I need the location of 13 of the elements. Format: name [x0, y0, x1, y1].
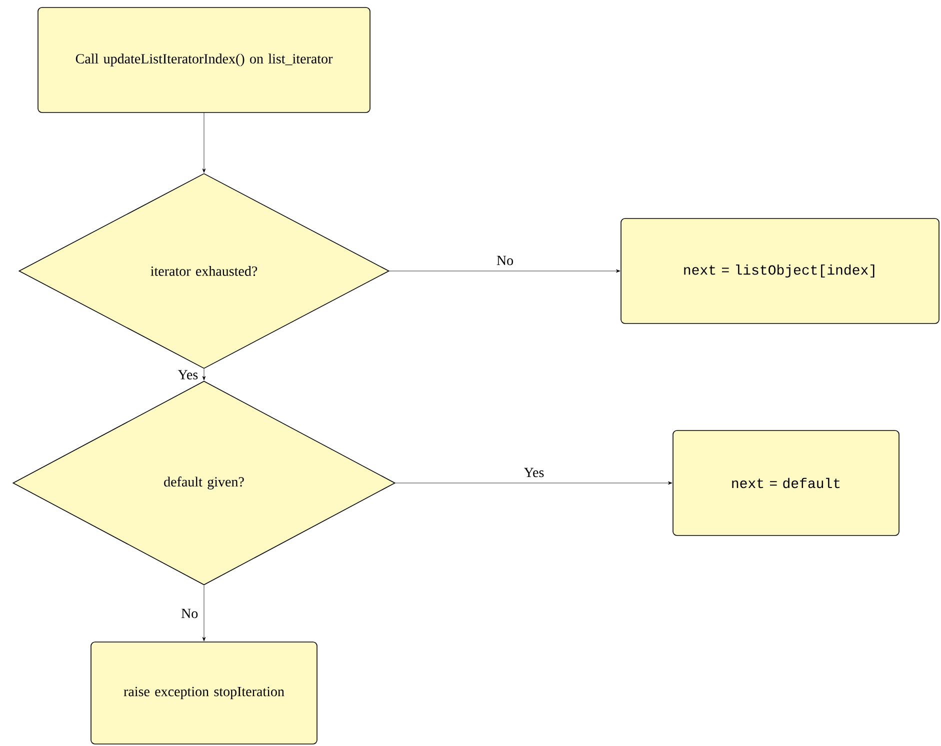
process-box: raise exception stopIteration [90, 642, 318, 744]
process-box: next = default [672, 430, 900, 536]
arrow [202, 585, 206, 642]
edge-label: No [496, 256, 514, 266]
arrow [202, 368, 206, 380]
arrow [389, 269, 620, 273]
arrow [395, 481, 672, 485]
process-box: next = listObject[index] [620, 218, 940, 324]
edge-label: Yes [178, 370, 198, 380]
arrow [202, 112, 206, 173]
process-box: Call updateListIteratorIndex() on list_iterator [38, 7, 370, 113]
edge-label: Yes [524, 468, 544, 478]
edge-label: No [181, 608, 198, 618]
